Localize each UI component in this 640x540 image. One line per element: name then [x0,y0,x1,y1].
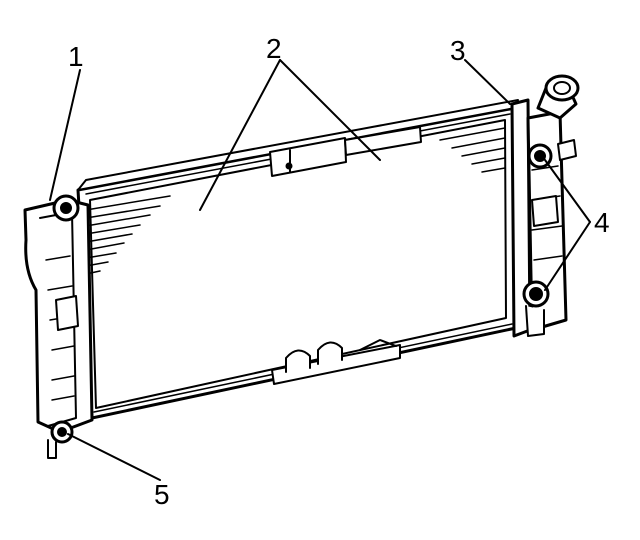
left-side-tank [23,194,94,459]
callout-1: 1 [68,41,84,72]
top-air-seal [269,126,422,177]
callout-4: 4 [594,207,610,238]
callout-3: 3 [450,35,466,66]
right-side-tank [510,74,580,338]
leader-lines [49,59,591,481]
callout-2: 2 [266,33,282,64]
lower-baffle [271,339,401,385]
callout-5: 5 [154,479,170,510]
